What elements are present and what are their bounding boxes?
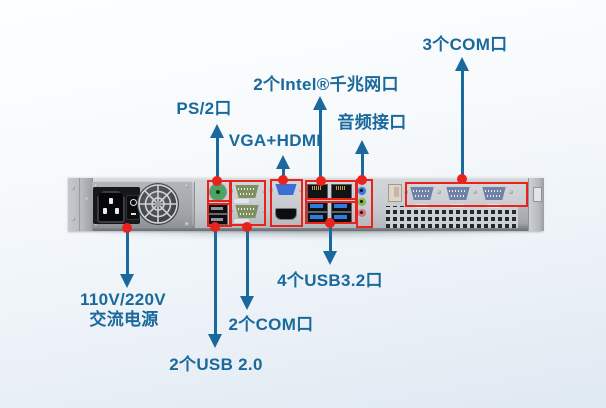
callout-label-power-line1: 110V/220V <box>80 290 166 309</box>
server-chassis <box>68 177 544 231</box>
port-label <box>234 219 249 223</box>
callout-dot-usb2 <box>210 222 220 232</box>
com-port <box>482 187 506 200</box>
port-label <box>234 199 249 203</box>
callout-dot-vga-hdmi <box>278 175 288 185</box>
callout-label-com3: 3个COM口 <box>422 35 508 54</box>
com-port <box>446 187 470 200</box>
com-port <box>410 187 434 200</box>
vent-grille <box>386 206 518 228</box>
screw <box>71 186 75 190</box>
audio-jack-line-out <box>356 196 367 207</box>
callout-label-lan: 2个Intel®千兆网口 <box>253 75 399 94</box>
callout-dot-com2 <box>242 222 252 232</box>
com-port <box>235 185 259 198</box>
arrow-down-icon <box>240 296 254 310</box>
highlight-box-com2 <box>229 180 266 226</box>
arrow-up-icon <box>313 96 327 110</box>
screw <box>94 184 98 188</box>
arrow-up-icon <box>455 57 469 71</box>
rack-mount-ear <box>68 178 93 231</box>
arrow-down-icon <box>120 274 134 288</box>
callout-label-usb2: 2个USB 2.0 <box>169 355 263 374</box>
callout-label-usb32: 4个USB3.2口 <box>277 271 383 290</box>
arrow-down-icon <box>323 251 337 265</box>
screw <box>185 184 189 188</box>
chassis-latch <box>533 187 542 202</box>
arrow-up-icon <box>276 155 290 169</box>
audio-jack-mic <box>356 207 367 218</box>
callout-label-power-line2: 交流电源 <box>89 310 159 329</box>
highlight-box-audio <box>356 179 373 228</box>
chassis-right-cap <box>528 178 544 231</box>
callout-dot-lan <box>316 176 326 186</box>
highlight-box-com3 <box>405 182 528 207</box>
ac-power-inlet <box>97 191 125 223</box>
callout-label-vga-hdmi: VGA+HDMI <box>228 131 322 150</box>
screw <box>94 222 98 226</box>
callout-dot-power <box>122 223 132 233</box>
callout-dot-audio <box>357 175 367 185</box>
psu-fan-grille <box>137 183 179 225</box>
hdmi-port <box>275 208 297 220</box>
arrow-down-icon <box>208 334 222 348</box>
arrow-up-icon <box>355 140 369 154</box>
motherboard-io-plate <box>194 182 403 228</box>
power-inlet-block <box>93 187 140 224</box>
callout-label-ps2: PS/2口 <box>176 99 232 118</box>
callout-label-com2: 2个COM口 <box>228 315 314 334</box>
arrow-up-icon <box>210 124 224 138</box>
chassis-slot <box>388 184 402 202</box>
audio-jack-line-in <box>356 185 367 196</box>
callout-dot-com3 <box>457 174 467 184</box>
screw <box>71 217 75 221</box>
highlight-box-vga-hdmi <box>270 179 303 227</box>
screw <box>185 222 189 226</box>
callout-label-audio: 音频接口 <box>337 113 407 132</box>
callout-dot-usb32 <box>325 218 335 228</box>
callout-dot-ps2 <box>212 176 222 186</box>
screw <box>85 197 89 201</box>
com-port <box>235 205 259 218</box>
vga-port <box>275 184 297 195</box>
